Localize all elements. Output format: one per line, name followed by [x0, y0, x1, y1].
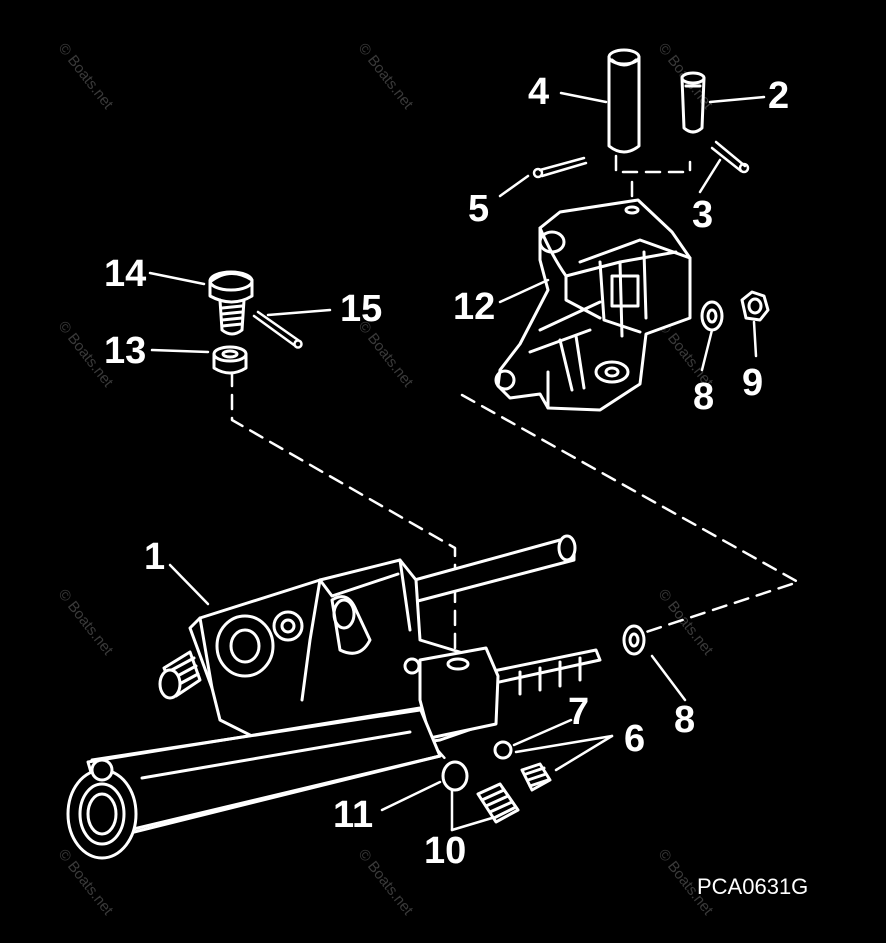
- callout-8-lower: 8: [674, 699, 696, 741]
- callout-12: 12: [453, 286, 496, 328]
- bolt-14: [208, 270, 254, 336]
- nut-9: [740, 290, 770, 322]
- callout-14: 14: [104, 253, 147, 295]
- clevis-pin-small: [680, 71, 706, 134]
- callout-7: 7: [568, 691, 590, 733]
- bushing-13: [212, 345, 248, 375]
- callout-15: 15: [340, 288, 383, 330]
- callout-8-upper: 8: [693, 376, 715, 418]
- leader-lines: [148, 91, 766, 832]
- fitting-6: [520, 762, 552, 792]
- callout-2: 2: [768, 75, 790, 117]
- callout-5: 5: [468, 188, 490, 230]
- seal-11: [441, 760, 469, 792]
- callout-9: 9: [742, 362, 764, 404]
- callout-6: 6: [624, 718, 646, 760]
- cotter-pin-5: [532, 156, 588, 179]
- callout-11: 11: [333, 794, 374, 836]
- bracket-12: [494, 198, 692, 412]
- callout-4: 4: [528, 71, 550, 113]
- fitting-10: [476, 782, 520, 824]
- clevis-pin-large: [607, 48, 641, 154]
- callout-3: 3: [692, 194, 714, 236]
- callout-10: 10: [424, 830, 467, 872]
- cylinder-assembly-1: [66, 534, 602, 860]
- part-code-label: PCA0631G: [697, 874, 809, 899]
- cotter-pin-15: [252, 310, 303, 349]
- cotter-pin-3: [710, 140, 750, 174]
- o-ring-7: [493, 740, 513, 760]
- washer-8-lower: [622, 624, 646, 656]
- callout-1: 1: [144, 536, 166, 578]
- washer-8-upper: [700, 300, 724, 332]
- callout-13: 13: [104, 330, 147, 372]
